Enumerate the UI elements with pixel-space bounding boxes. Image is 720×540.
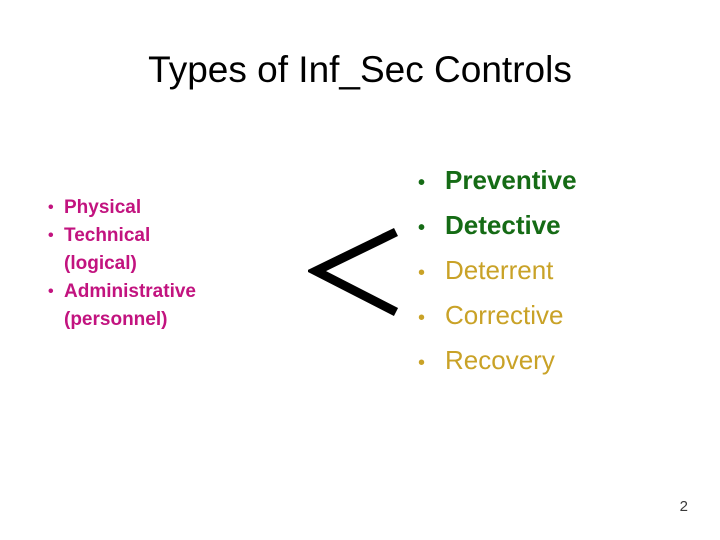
list-item-label: Technical bbox=[64, 224, 151, 246]
list-item: • Deterrent bbox=[418, 248, 698, 293]
list-item: • Administrative bbox=[48, 278, 298, 306]
list-item: • Preventive bbox=[418, 158, 698, 203]
chevron-left-icon bbox=[305, 226, 404, 320]
list-item: • Physical bbox=[48, 194, 298, 222]
list-item-label: Physical bbox=[64, 197, 142, 218]
list-item: • Corrective bbox=[418, 293, 698, 338]
control-functions-list: • Preventive • Detective • Deterrent • C… bbox=[418, 158, 698, 383]
bullet-icon: • bbox=[418, 351, 426, 374]
list-item-label: Preventive bbox=[445, 165, 577, 195]
bullet-icon: • bbox=[418, 261, 426, 284]
list-item-label: Corrective bbox=[445, 299, 564, 330]
list-item-sublabel: (personnel) bbox=[64, 308, 168, 330]
bullet-icon: • bbox=[48, 226, 54, 244]
bullet-icon: • bbox=[418, 216, 426, 239]
bullet-icon: • bbox=[418, 172, 426, 194]
list-item: • Technical bbox=[48, 222, 298, 250]
list-item-label: Deterrent bbox=[445, 254, 554, 285]
control-categories-list: • Physical • Technical (logical) • Admin… bbox=[48, 194, 298, 334]
list-item: • Recovery bbox=[418, 338, 698, 383]
list-item-label: Administrative bbox=[64, 280, 196, 302]
bullet-icon: • bbox=[48, 282, 54, 300]
list-item: • Detective bbox=[418, 203, 698, 248]
list-item-label: Detective bbox=[445, 209, 561, 240]
bullet-icon: • bbox=[48, 199, 54, 216]
bullet-icon: • bbox=[418, 306, 426, 329]
page-number: 2 bbox=[679, 498, 688, 515]
list-item-label: Recovery bbox=[445, 344, 555, 375]
list-item-sublabel: (logical) bbox=[64, 252, 137, 274]
page-title: Types of Inf_Sec Controls bbox=[148, 49, 572, 90]
